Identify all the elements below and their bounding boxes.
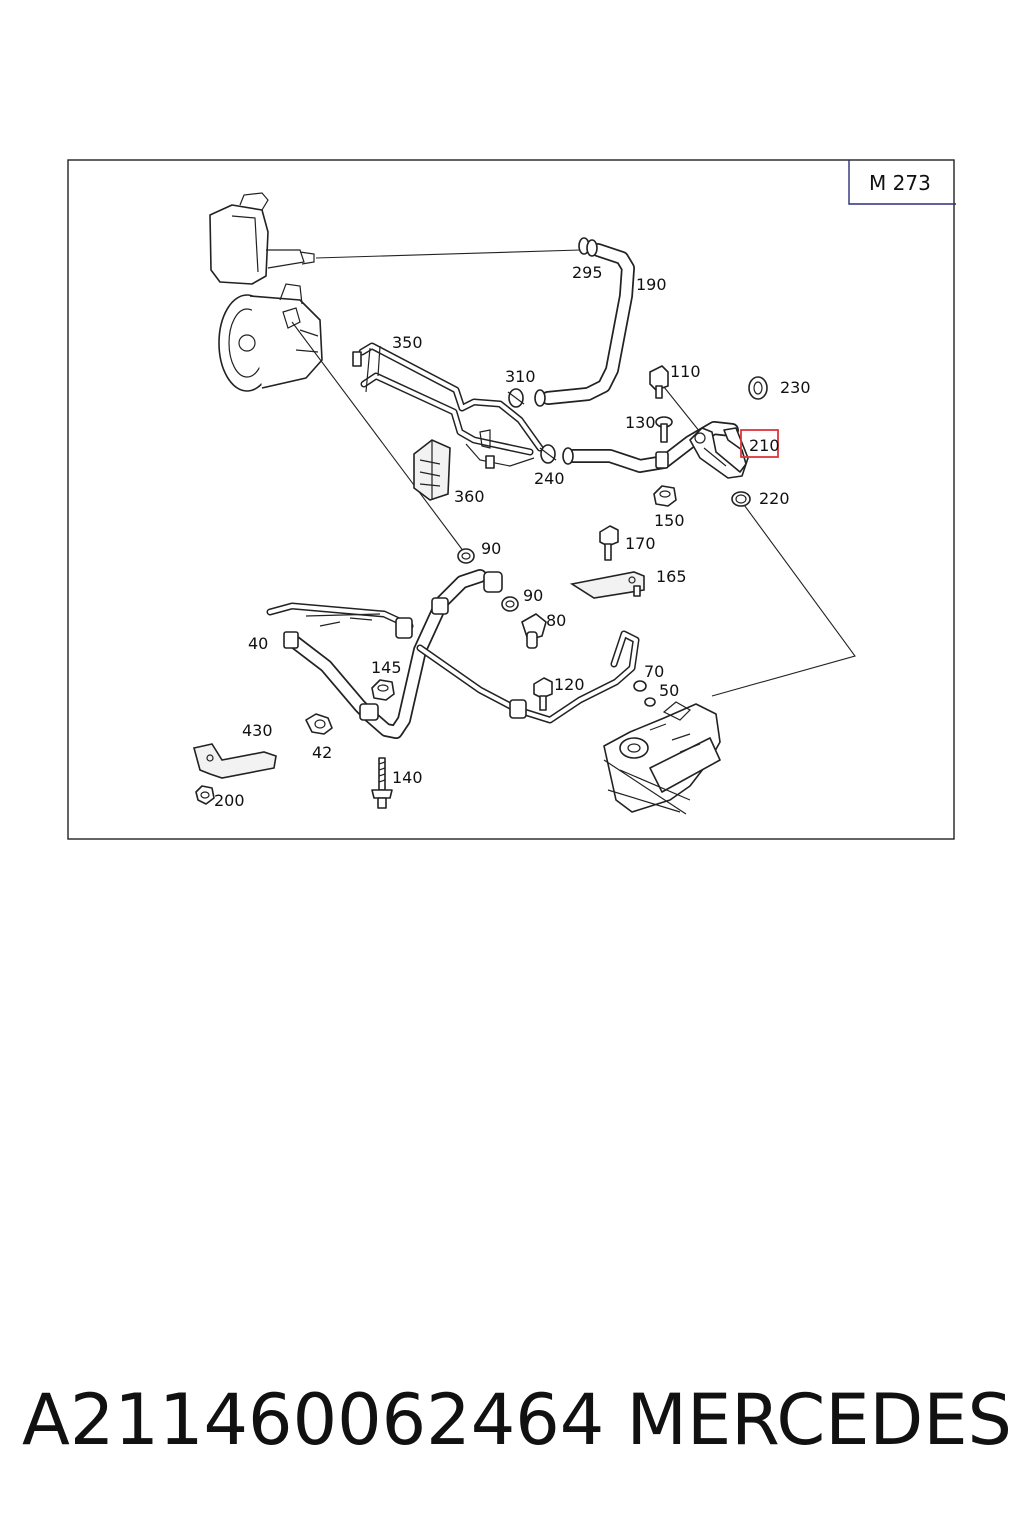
bolt-120 [533,677,553,711]
steering-gear [603,701,721,815]
callout-90-lower: 90 [523,586,543,605]
suction-hose [562,421,739,473]
return-hose [534,237,635,407]
seal-ring-220 [731,491,751,507]
engine-code-box: M 273 [848,160,956,205]
bolt-170 [599,525,619,561]
diagram-frame [67,159,955,840]
callout-150: 150 [654,511,685,530]
highlight-box [740,429,779,458]
product-caption: A211460062464 MERCEDES [22,1370,1012,1470]
engine-code-label: M 273 [869,171,931,195]
clip-42 [305,713,333,735]
callout-165: 165 [656,567,687,586]
seal-ring-70 [633,680,647,692]
callout-230: 230 [780,378,811,397]
callout-40: 40 [248,634,268,653]
part-number: A211460062464 [22,1379,605,1461]
callout-170: 170 [625,534,656,553]
callout-295: 295 [572,263,603,282]
nut-145 [371,679,395,701]
callout-90-upper: 90 [481,539,501,558]
callout-190: 190 [636,275,667,294]
callout-110: 110 [670,362,701,381]
grommet-230 [748,376,768,400]
oil-cooler [352,342,544,469]
callout-350: 350 [392,333,423,352]
nut-200 [195,785,215,805]
callout-140: 140 [392,768,423,787]
bracket-165 [569,571,645,599]
stud-140 [371,757,393,809]
callout-240: 240 [534,469,565,488]
callout-360: 360 [454,487,485,506]
nut-150 [653,485,677,507]
clamps [507,388,557,464]
seal-ring-90-lower [501,596,519,612]
seal-ring-90-upper [457,548,475,564]
pressure-hose [266,569,640,739]
callout-430: 430 [242,721,273,740]
banjo-bolt-80 [521,613,547,649]
callout-labels: 295 190 350 310 110 230 130 210 240 360 … [214,263,811,810]
callout-50: 50 [659,681,679,700]
banjo-fitting [689,427,749,479]
callout-70: 70 [644,662,664,681]
callout-145: 145 [371,658,402,677]
callout-200: 200 [214,791,245,810]
callout-42: 42 [312,743,332,762]
callout-80: 80 [546,611,566,630]
callout-220: 220 [759,489,790,508]
bracket-360 [413,439,451,501]
bolt-110 [649,365,669,399]
seal-ring-50 [644,697,656,707]
bolt-130 [655,416,673,443]
bracket-430 [193,743,277,779]
callout-210: 210 [749,436,780,455]
brand-name: MERCEDES [626,1379,1012,1461]
leader-lines [291,249,856,697]
callout-130: 130 [625,413,656,432]
callout-310: 310 [505,367,536,386]
callout-120: 120 [554,675,585,694]
